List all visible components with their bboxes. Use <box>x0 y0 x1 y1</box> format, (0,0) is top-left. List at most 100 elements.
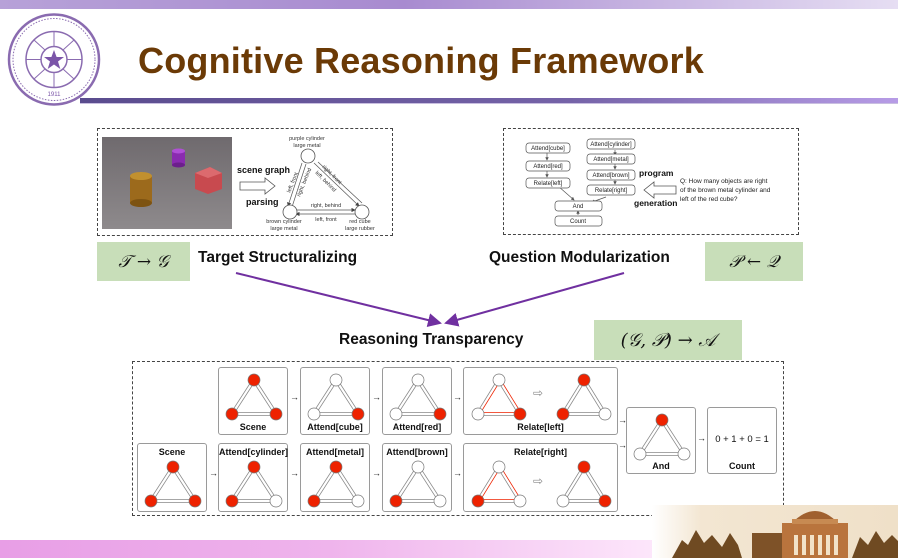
graph-edge <box>497 467 520 502</box>
inactive-node <box>633 447 647 461</box>
graph-edge <box>476 379 499 414</box>
transform-arrow-icon: ⇨ <box>533 474 544 488</box>
graph-node-brown <box>282 204 298 220</box>
active-node <box>389 494 403 508</box>
question-line: Q: How many objects are right <box>680 178 768 185</box>
graph-edge <box>254 378 278 414</box>
module-label: Attend[cube] <box>307 422 363 432</box>
active-node <box>225 407 239 421</box>
graph-edge <box>336 378 360 414</box>
graph-edge <box>638 418 662 454</box>
bottom-accent-bar <box>0 540 660 558</box>
graph-edge <box>582 467 605 502</box>
program-node-label: Attend[metal] <box>593 157 629 163</box>
formula-graph-program-to-answer: (𝒢, 𝒫) → 𝒜 <box>594 320 742 360</box>
question-line: left of the red cube? <box>680 196 738 203</box>
graph-state <box>471 460 527 508</box>
program-label: program <box>639 168 674 178</box>
module-box: Attend[cube] <box>300 367 370 435</box>
graph-edge <box>394 465 418 501</box>
active-node <box>329 460 343 474</box>
graph-state <box>307 373 365 421</box>
program-node-label: Attend[cylinder] <box>590 142 632 148</box>
module-box: Relate[right]⇨ <box>463 443 618 512</box>
generation-label: generation <box>634 198 677 208</box>
edge-label: left, front <box>315 217 337 223</box>
graph-edge <box>334 380 358 416</box>
active-node <box>471 494 485 508</box>
graph-edge <box>497 380 520 415</box>
graph-edge <box>314 380 338 416</box>
active-node <box>655 413 669 427</box>
graph-state <box>307 460 365 508</box>
inactive-node <box>307 407 321 421</box>
module-label: Count <box>729 461 755 471</box>
tsinghua-seal-icon: 1911 <box>7 13 101 106</box>
module-label: And <box>652 461 670 471</box>
module-box: Attend[red] <box>382 367 452 435</box>
active-node <box>577 373 591 387</box>
graph-edge <box>149 465 173 501</box>
program-node <box>586 153 636 165</box>
graph-edge <box>499 379 522 414</box>
purple-cylinder-object <box>172 148 185 168</box>
program-figure: Attend[cube] Attend[red] Relate[left] At… <box>525 138 771 227</box>
module-box: Scene <box>218 367 288 435</box>
graph-edge <box>418 378 442 414</box>
inactive-node <box>471 407 485 421</box>
graph-state <box>556 373 612 421</box>
graph-state <box>633 413 691 461</box>
graph-edge <box>418 465 442 501</box>
graph-edge <box>396 467 420 503</box>
active-node <box>598 494 612 508</box>
reasoning-transparency-label: Reasoning Transparency <box>339 331 524 348</box>
graph-edge <box>478 380 501 415</box>
module-box: Attend[brown] <box>382 443 452 512</box>
graph-edge <box>312 378 336 414</box>
program-node <box>586 138 636 150</box>
module-label: Scene <box>158 447 186 457</box>
flow-arrow-icon: → <box>209 468 218 478</box>
graph-edge <box>334 467 358 503</box>
active-node <box>247 373 261 387</box>
graph-edge <box>232 467 256 503</box>
inactive-node <box>329 373 343 387</box>
question-line: of the brown metal cylinder and <box>680 187 771 194</box>
flow-arrow-icon: → <box>453 468 462 478</box>
scene-graph-figure: scene graph parsing purple cylinder larg… <box>102 136 375 232</box>
flow-arrow-icon: → <box>697 433 706 443</box>
program-node-label: Relate[left] <box>534 181 563 187</box>
program-node-label: Relate[right] <box>595 188 628 194</box>
slide-title: Cognitive Reasoning Framework <box>138 40 704 81</box>
graph-edge <box>416 467 440 503</box>
graph-edge <box>312 465 336 501</box>
flow-arrow-icon: → <box>290 468 299 478</box>
graph-state <box>556 460 612 508</box>
module-label: Attend[metal] <box>306 447 364 457</box>
node-brown-attrs-1: brown cylinder <box>266 219 302 225</box>
program-node-label: Count <box>570 219 586 225</box>
red-cube-object <box>195 167 222 194</box>
graph-edge <box>252 467 276 503</box>
node-red-attrs-1: red cube <box>349 219 370 225</box>
graph-edge <box>173 465 197 501</box>
graph-edge <box>416 380 440 416</box>
top-accent-bar <box>0 0 898 9</box>
program-node <box>525 160 571 172</box>
program-node <box>525 177 571 189</box>
active-node <box>166 460 180 474</box>
graph-edge <box>151 467 175 503</box>
inactive-node <box>433 494 447 508</box>
inactive-node <box>351 494 365 508</box>
node-red-attrs-2: large rubber <box>345 226 375 232</box>
module-label: Relate[left] <box>517 422 564 432</box>
graph-edge <box>662 418 686 454</box>
graph-edge <box>171 467 195 503</box>
transform-arrow-icon: ⇨ <box>533 386 544 400</box>
graph-edge <box>584 379 607 414</box>
graph-edge <box>476 466 499 501</box>
graph-edge <box>499 466 522 501</box>
active-node <box>307 494 321 508</box>
question-modularization-panel <box>503 128 799 235</box>
